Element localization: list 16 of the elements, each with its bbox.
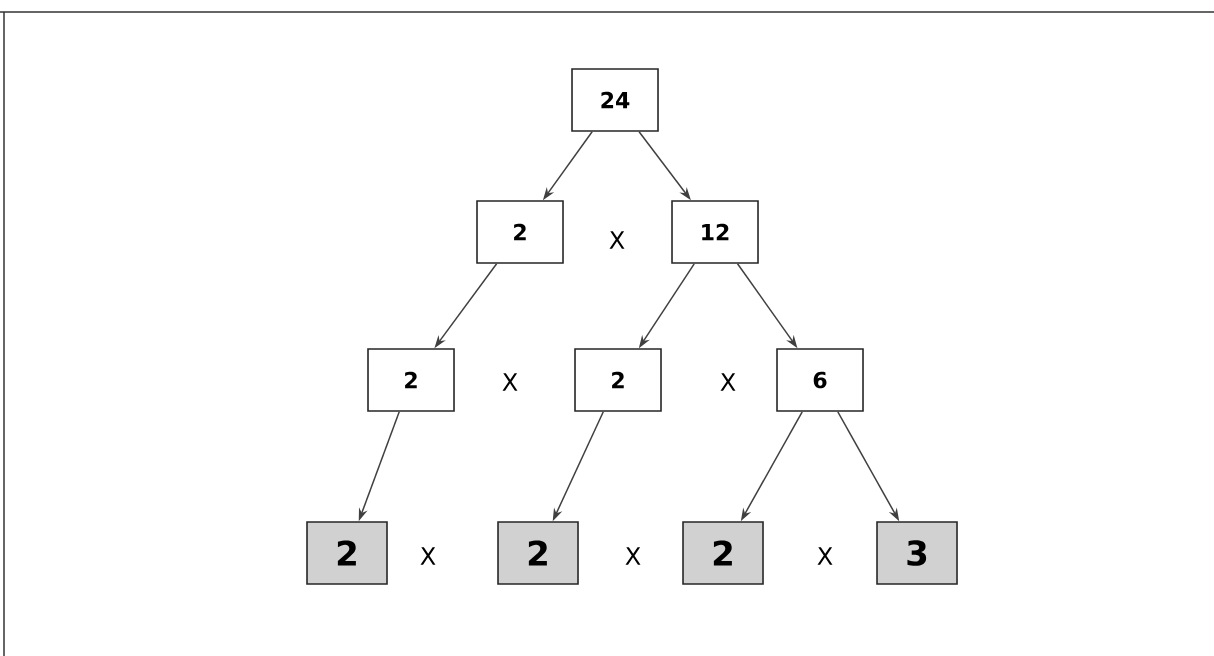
number-box: 24 — [571, 68, 659, 132]
number-box: 12 — [671, 200, 759, 264]
multiplication-sign: X — [625, 547, 641, 565]
number-box: 2 — [306, 521, 388, 585]
multiplication-sign: X — [817, 547, 833, 565]
number-box: 3 — [876, 521, 958, 585]
number-box: 6 — [776, 348, 864, 412]
number-box: 2 — [497, 521, 579, 585]
number-box: 2 — [476, 200, 564, 264]
number-box: 2 — [367, 348, 455, 412]
number-box: 2 — [574, 348, 662, 412]
multiplication-sign: X — [420, 547, 436, 565]
multiplication-sign: X — [720, 373, 736, 391]
number-box: 2 — [682, 521, 764, 585]
multiplication-sign: X — [502, 373, 518, 391]
multiplication-sign: X — [609, 231, 625, 249]
